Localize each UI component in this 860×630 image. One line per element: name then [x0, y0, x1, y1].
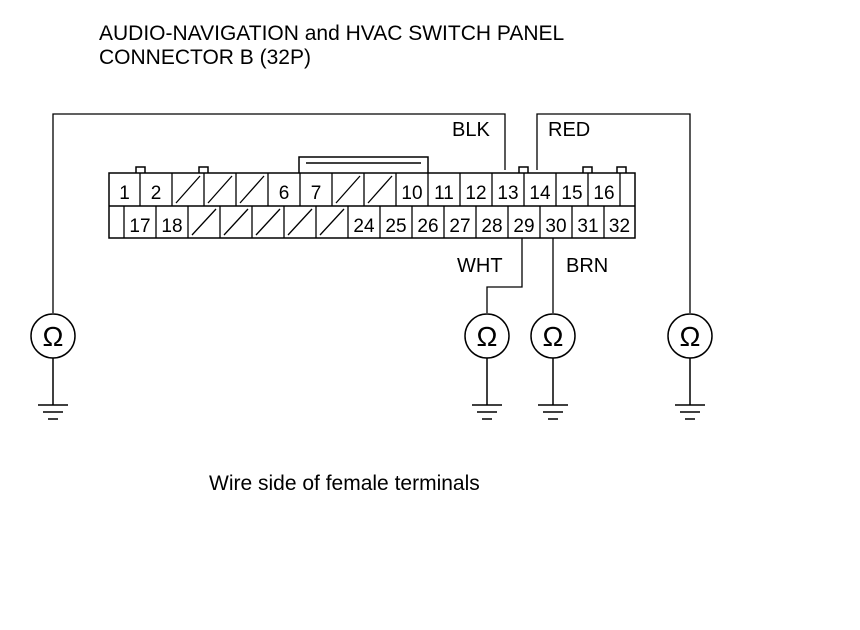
ohm-icon: Ω	[477, 321, 498, 352]
ground-icon	[38, 358, 68, 420]
unused-slot-mark	[207, 175, 233, 204]
terminal-number: 17	[129, 216, 150, 237]
terminal-30: 30	[545, 206, 573, 238]
terminal-number: 2	[151, 183, 162, 204]
terminal-11: 11	[434, 173, 461, 206]
unused-slot-mark	[287, 208, 313, 236]
unused-slot-mark	[319, 208, 345, 236]
wire-label-red: RED	[548, 119, 590, 141]
terminal-10: 10	[401, 173, 429, 206]
probe-wire-wht	[486, 237, 523, 313]
ground-icon	[472, 358, 502, 420]
wire-label-wht: WHT	[457, 255, 503, 277]
terminal-empty	[335, 173, 365, 206]
diagram-title: AUDIO-NAVIGATION and HVAC SWITCH PANEL C…	[99, 22, 564, 70]
terminal-29: 29	[513, 206, 541, 238]
terminal-empty	[223, 206, 253, 238]
terminal-number: 12	[465, 183, 486, 204]
ohmmeter-3: Ω	[530, 313, 576, 420]
terminal-number: 10	[401, 183, 422, 204]
unused-slot-mark	[239, 175, 265, 204]
terminal-31: 31	[577, 206, 605, 238]
probe-wire-right	[536, 113, 691, 313]
terminal-empty	[175, 173, 205, 206]
terminal-number: 18	[161, 216, 182, 237]
connector-tab	[135, 166, 146, 173]
title-line-2: CONNECTOR B (32P)	[99, 46, 311, 69]
terminal-number: 24	[353, 216, 375, 237]
connector-b-32p	[108, 156, 636, 239]
unused-slot-mark	[223, 208, 249, 236]
probe-wire-left	[52, 113, 506, 313]
connector-bottom-row: 17 18 24 25 26 27 28 29 30 31 32	[123, 206, 630, 238]
title-line-1: AUDIO-NAVIGATION and HVAC SWITCH PANEL	[99, 22, 565, 45]
terminal-number: 30	[545, 216, 566, 237]
terminal-12: 12	[465, 173, 493, 206]
terminal-26: 26	[417, 206, 445, 238]
wire-label-brn: BRN	[566, 255, 608, 277]
terminal-2: 2	[151, 173, 173, 206]
terminal-empty	[287, 206, 317, 238]
terminal-25: 25	[385, 206, 413, 238]
ohmmeter-2: Ω	[464, 313, 510, 420]
terminal-number: 14	[529, 183, 551, 204]
diagram-caption: Wire side of female terminals	[209, 472, 480, 495]
terminal-13: 13	[497, 173, 525, 206]
terminal-number: 29	[513, 216, 534, 237]
ohm-icon: Ω	[543, 321, 564, 352]
connector-tab	[616, 166, 627, 173]
unused-slot-mark	[367, 175, 393, 204]
terminal-32: 32	[609, 216, 630, 237]
terminal-empty	[319, 206, 349, 238]
unused-slot-mark	[175, 175, 201, 204]
connector-latch	[298, 156, 429, 173]
terminal-14: 14	[529, 173, 557, 206]
ohmmeter-4: Ω	[667, 313, 713, 420]
ground-icon	[675, 358, 705, 420]
terminal-18: 18	[161, 206, 189, 238]
unused-slot-mark	[191, 208, 217, 236]
connector-tab	[198, 166, 209, 173]
terminal-number: 27	[449, 216, 470, 237]
terminal-number: 28	[481, 216, 502, 237]
terminal-28: 28	[481, 206, 509, 238]
terminal-number: 26	[417, 216, 438, 237]
terminal-empty	[255, 206, 285, 238]
terminal-empty	[191, 206, 221, 238]
terminal-number: 32	[609, 216, 630, 237]
terminal-27: 27	[449, 206, 477, 238]
terminal-number: 13	[497, 183, 518, 204]
ohmmeter-1: Ω	[30, 313, 76, 420]
ohm-icon: Ω	[43, 321, 64, 352]
terminal-number: 16	[593, 183, 614, 204]
terminal-empty	[207, 173, 237, 206]
terminal-number: 25	[385, 216, 406, 237]
terminal-24: 24	[353, 206, 381, 238]
terminal-number: 1	[119, 183, 130, 204]
terminal-number: 31	[577, 216, 598, 237]
terminal-6: 6	[279, 173, 301, 206]
terminal-number: 7	[311, 183, 322, 204]
ground-icon	[538, 358, 568, 420]
terminal-empty	[239, 173, 269, 206]
terminal-17: 17	[129, 206, 157, 238]
terminal-7: 7	[311, 173, 333, 206]
terminal-number: 15	[561, 183, 582, 204]
wire-label-blk: BLK	[452, 119, 490, 141]
unused-slot-mark	[335, 175, 361, 204]
connector-tab	[518, 166, 529, 173]
terminal-15: 15	[561, 173, 589, 206]
unused-slot-mark	[255, 208, 281, 236]
terminal-1: 1	[119, 173, 141, 206]
ohm-icon: Ω	[680, 321, 701, 352]
terminal-number: 11	[434, 183, 454, 204]
terminal-empty	[367, 173, 397, 206]
connector-tab	[582, 166, 593, 173]
terminal-16: 16	[593, 173, 621, 206]
terminal-number: 6	[279, 183, 290, 204]
